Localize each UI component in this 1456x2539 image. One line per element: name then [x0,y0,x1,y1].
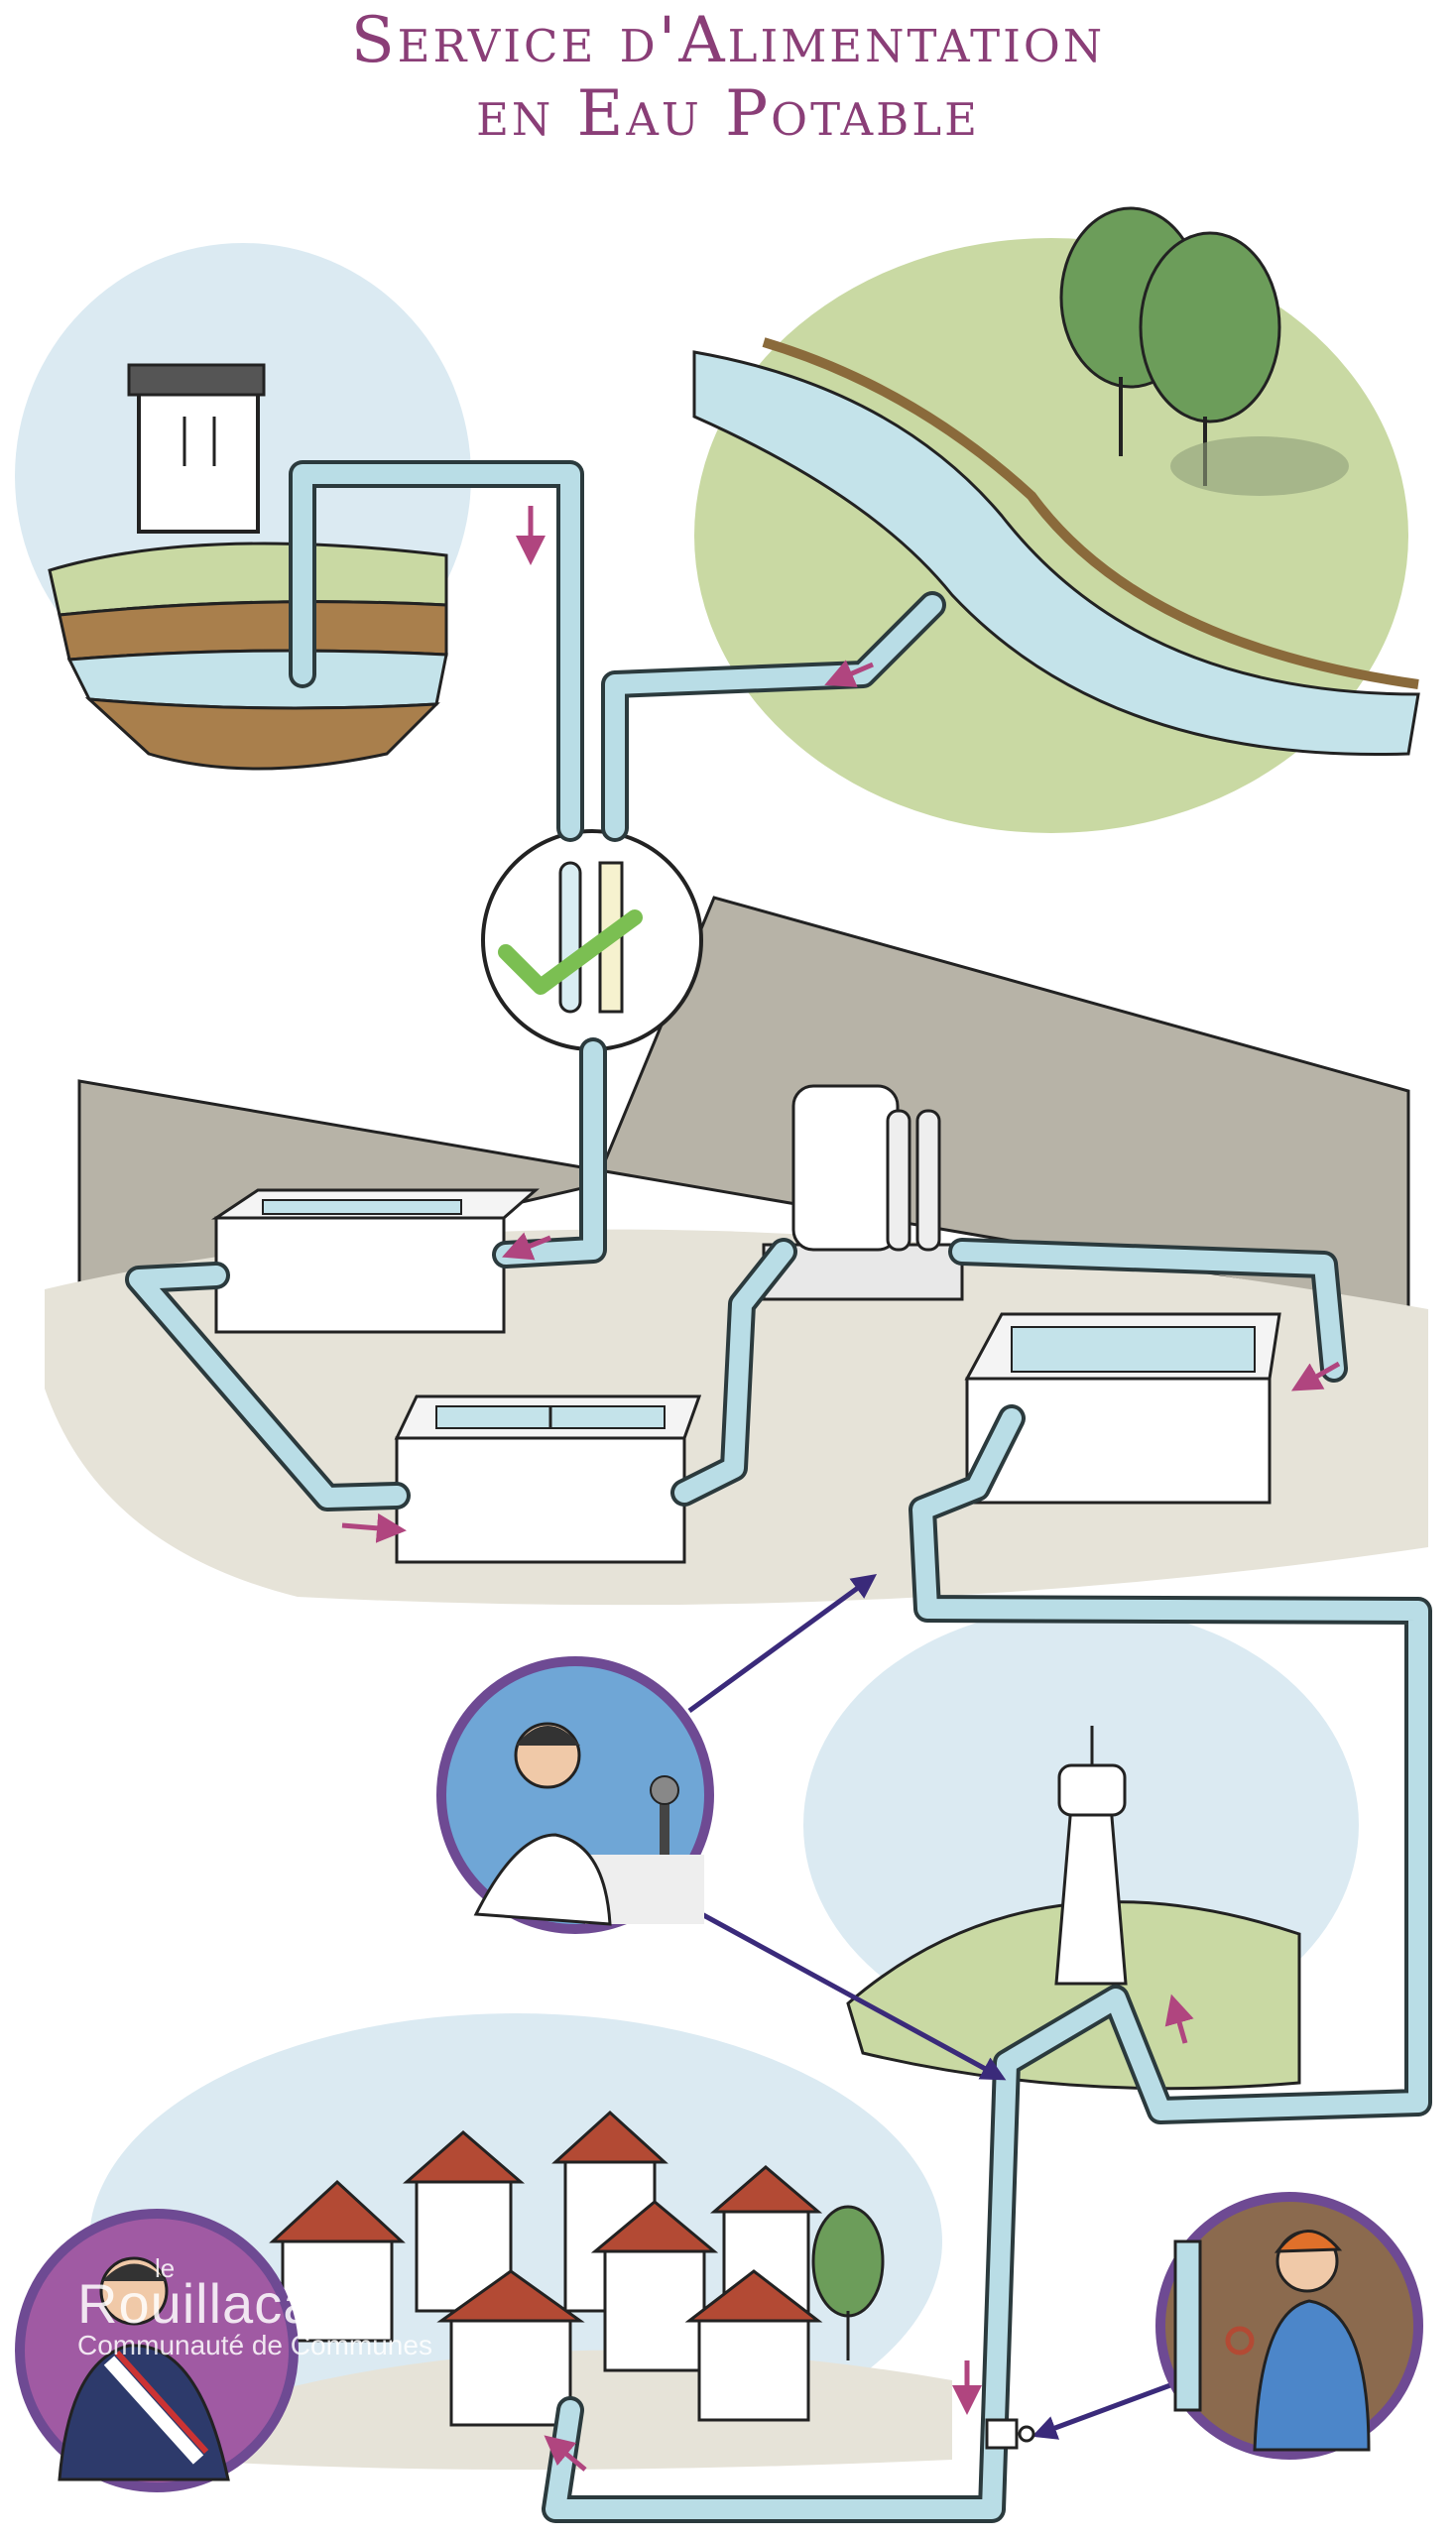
settling-basin-icon [211,1188,540,1334]
lab-technician-portrait-icon [436,1656,714,1934]
pipe-network [125,460,1432,2523]
village-houses-icon [89,2013,952,2470]
tree-icon [1059,206,1349,496]
title-line-2: en Eau Potable [476,77,980,151]
link-arrow [672,1896,1007,2081]
link-arrow [1031,2382,1171,2440]
water-quality-check-icon [481,829,703,1051]
treatment-plant-icon [45,896,1428,1606]
river-intake-scene-icon [692,206,1420,833]
plumber-portrait-icon [1155,2192,1423,2460]
filter-basin-icon [394,1394,702,1564]
title-line-1: Service d'Alimentation [350,4,1106,77]
well-scene-icon [15,243,471,771]
flow-direction-arrow-icon [341,506,1341,2472]
chlorination-tank-icon [762,1084,964,1301]
link-arrow [687,1574,878,1714]
water-meter-valve-icon [985,2418,1035,2450]
clean-water-reservoir-icon [964,1312,1281,1505]
mayor-portrait-icon [15,2209,299,2492]
